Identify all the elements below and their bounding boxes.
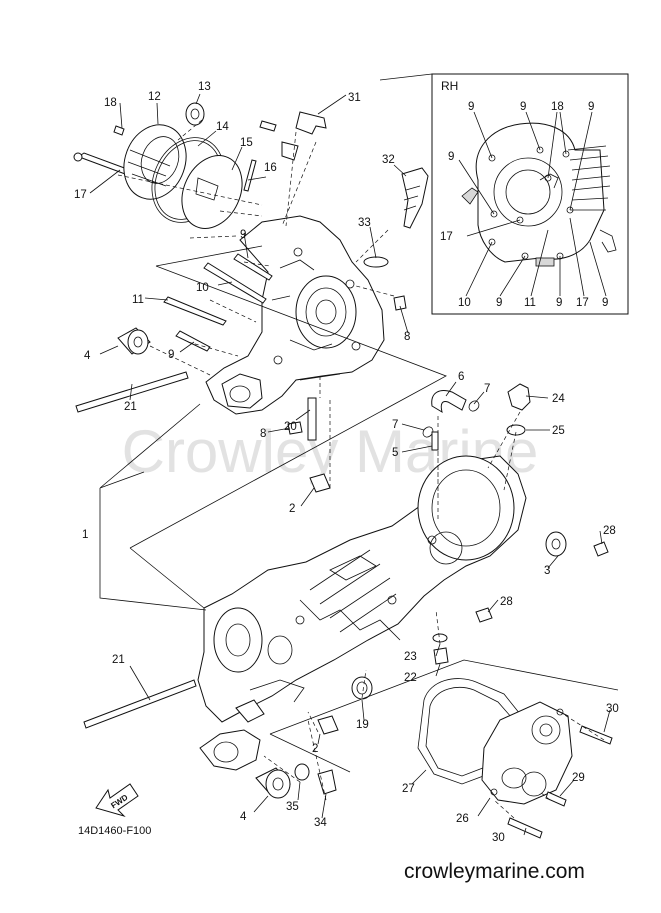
callout-13: 13 [198,81,211,93]
callout-18: 18 [104,97,117,109]
fwd-arrow: FWD [95,783,139,818]
callout-27: 27 [402,783,415,795]
inset-callout-9-g: 9 [602,297,608,309]
inset-leaders [458,111,607,297]
inset-frame [431,73,629,315]
callout-30-lower: 30 [492,832,505,844]
callout-8-right: 8 [404,331,410,343]
callout-7-left: 7 [392,419,398,431]
crankcase-bolts [163,253,273,352]
callout-9-lower: 9 [168,349,174,361]
inset-callout-9-f: 9 [556,297,562,309]
callout-23: 23 [404,651,417,663]
callout-12: 12 [148,91,161,103]
collar-lower [317,715,339,735]
callout-32: 32 [382,154,395,166]
callout-labels: 18 12 13 14 15 16 17 31 32 33 9 10 11 9 … [74,81,619,844]
callout-28-center: 28 [500,596,513,608]
inset-callout-11: 11 [524,297,536,309]
callout-21-lower: 21 [112,654,125,666]
callout-31: 31 [348,92,361,104]
stud-upper [75,371,189,413]
inset-callout-9-e: 9 [496,297,502,309]
callout-28-right: 28 [603,525,616,537]
callout-22: 22 [404,672,417,684]
inset-callout-9-d: 9 [448,151,454,163]
inset-callout-17-right: 17 [576,297,589,309]
callout-16: 16 [264,162,277,174]
drain-bolt [432,633,449,665]
callout-4-upper: 4 [84,350,91,362]
small-pins-upper [287,295,407,441]
inset-title: RH [441,79,458,93]
callout-17: 17 [74,189,87,201]
inset-callout-9-a: 9 [468,101,474,113]
callout-1: 1 [82,529,88,541]
drain-fitting [506,383,531,436]
callout-14: 14 [216,121,229,133]
inset-callout-10: 10 [458,297,471,309]
callout-29: 29 [572,772,585,784]
site-url: crowleymarine.com [404,860,585,883]
upper-left-assembly [73,102,327,229]
callout-11: 11 [132,294,144,306]
callout-34: 34 [314,817,327,829]
callout-2-lower: 2 [312,743,318,755]
leader-lines [89,73,619,836]
callout-10: 10 [196,282,209,294]
callout-8-lower: 8 [260,428,266,440]
callout-30-upper: 30 [606,703,619,715]
transmission-cover [417,678,573,805]
callout-6: 6 [458,371,464,383]
callout-19: 19 [356,719,369,731]
main-crankcase [197,455,527,771]
crankcase-left-half [205,215,385,415]
callout-2-upper: 2 [289,503,295,515]
bearing-right [475,531,609,623]
callout-3: 3 [544,565,550,577]
callout-7-right: 7 [484,383,490,395]
stud-lower [83,679,197,729]
lower-mount-parts [255,763,337,799]
callout-20: 20 [284,421,297,433]
callout-9-upper: 9 [240,229,246,241]
diagram-code: 14D1460-F100 [78,825,151,837]
callout-35: 35 [286,801,299,813]
callout-25: 25 [552,425,565,437]
inset-callout-18: 18 [551,101,564,113]
callout-24: 24 [552,393,565,405]
oil-filler [363,167,429,268]
rh-inset: RH [431,73,629,315]
callout-15: 15 [240,137,253,149]
bushing-upper [117,327,151,355]
callout-21-upper: 21 [124,401,137,413]
callout-33: 33 [358,217,371,229]
inset-callout-9-b: 9 [520,101,526,113]
oil-seal-19 [351,676,373,700]
rh-cover-drawing [461,122,617,267]
callout-4-lower: 4 [240,811,247,823]
breather-parts [422,390,480,451]
callout-5: 5 [392,447,398,459]
inset-callout-9-c: 9 [588,101,594,113]
callout-26: 26 [456,813,469,825]
inset-callout-17-left: 17 [440,231,453,243]
